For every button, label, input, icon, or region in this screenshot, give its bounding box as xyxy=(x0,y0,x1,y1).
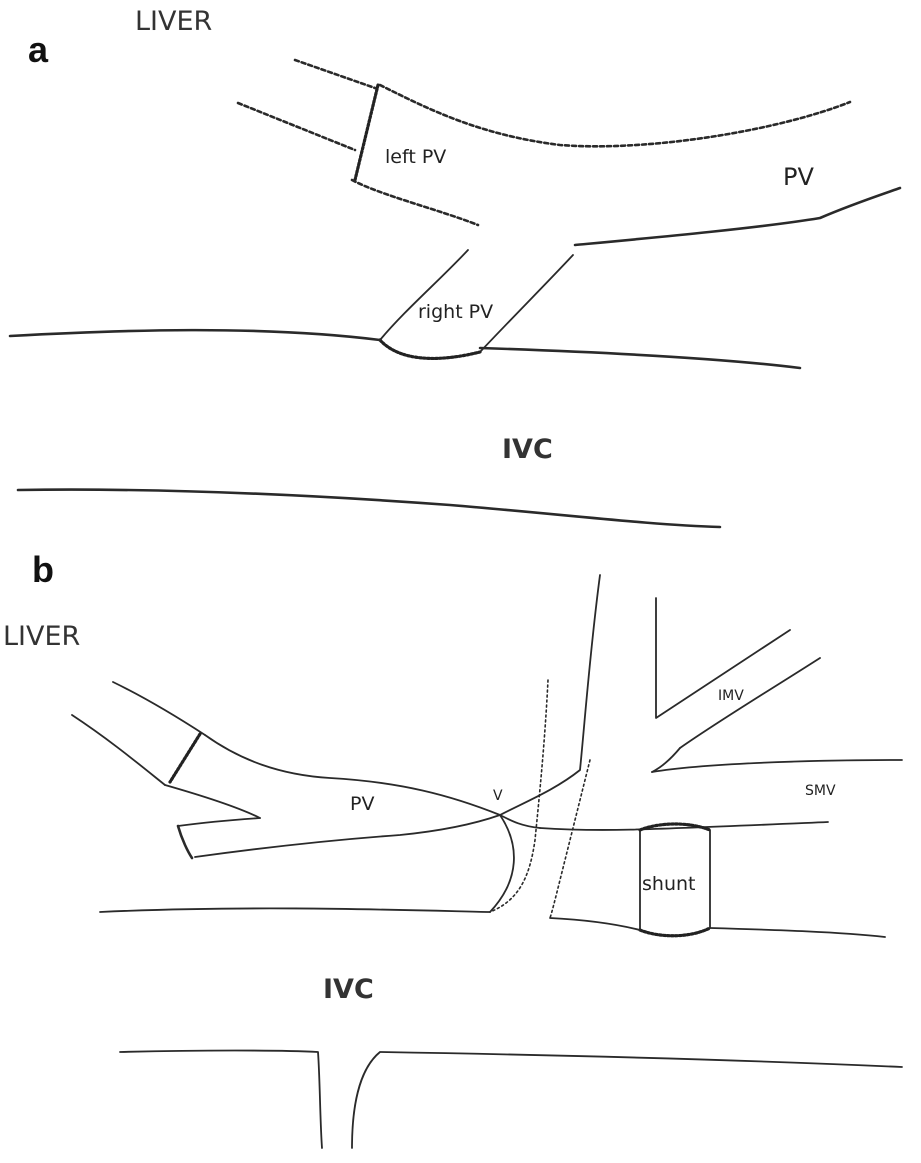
pv-upper-wall xyxy=(378,83,852,148)
left-pv-label: left PV xyxy=(385,146,446,168)
panel-b-liver-label: LIVER xyxy=(3,621,80,652)
right-pv-label: right PV xyxy=(418,301,493,323)
v-label: V xyxy=(493,788,503,804)
left-pv-lower-wall xyxy=(236,101,357,152)
ivc-b-upper-wall-left xyxy=(99,907,491,913)
smv-wall xyxy=(651,759,903,773)
pv-b-notch-upper xyxy=(164,784,261,819)
pv-b-main-lower-wall xyxy=(539,821,829,831)
imv-upper-wall xyxy=(655,597,791,719)
v-vessel-left-wall xyxy=(499,574,601,816)
right-pv-left-wall xyxy=(379,249,469,341)
pv-b-upper-branch-wall xyxy=(112,681,206,736)
left-pv-inferior-wall xyxy=(350,178,480,227)
pv-b-anastomosis-suture xyxy=(168,732,202,784)
imv-lower-wall xyxy=(679,657,821,749)
right-pv-ivc-anastomosis xyxy=(378,338,482,360)
panel-a-ivc-label: IVC xyxy=(502,434,553,465)
ivc-b-upper-wall-mid xyxy=(549,917,641,931)
v-vessel-dotted-wall-1 xyxy=(489,679,549,913)
panel-b-ivc-label: IVC xyxy=(323,974,374,1005)
pv-b-upper-branch-lower-wall xyxy=(71,714,166,786)
panel-b-label: b xyxy=(32,549,54,590)
panel-a-pv-label: PV xyxy=(783,163,814,191)
ivc-a-upper-wall xyxy=(8,328,382,342)
ivc-a-lower-wall xyxy=(16,488,722,529)
pv-b-stump-end xyxy=(176,824,194,860)
smv-label: SMV xyxy=(805,783,836,799)
shunt-lower-suture xyxy=(638,926,712,938)
imv-label: IMV xyxy=(718,688,744,704)
pv-b-lower-wall xyxy=(194,814,501,858)
panel-b: b LIVER xyxy=(3,549,903,1149)
shunt-label: shunt xyxy=(642,873,695,895)
pv-b-notch-lower xyxy=(177,817,261,827)
panel-a-liver-label: LIVER xyxy=(135,6,212,37)
v-vessel-upper xyxy=(499,814,541,829)
pv-b-upper-wall xyxy=(204,734,501,816)
ivc-b-lower-wall-left xyxy=(119,1049,323,1149)
v-vessel-lower-wall xyxy=(489,814,515,913)
shunt-upper-suture xyxy=(638,822,712,832)
right-pv-right-wall xyxy=(479,254,574,353)
pv-lower-wall xyxy=(573,186,902,247)
left-pv-anastomosis-suture xyxy=(353,83,380,182)
ivc-b-upper-wall-right xyxy=(709,927,886,938)
ivc-b-tributary-right xyxy=(351,1051,903,1149)
ivc-a-upper-wall-right xyxy=(478,346,802,370)
left-pv-upper-wall xyxy=(293,58,377,90)
v-vessel-dotted-wall-2 xyxy=(549,759,591,919)
panel-b-pv-label: PV xyxy=(350,793,374,815)
panel-a-label: a xyxy=(28,29,49,70)
panel-a: a LIVER left PV PV right PV IVC xyxy=(8,6,902,529)
